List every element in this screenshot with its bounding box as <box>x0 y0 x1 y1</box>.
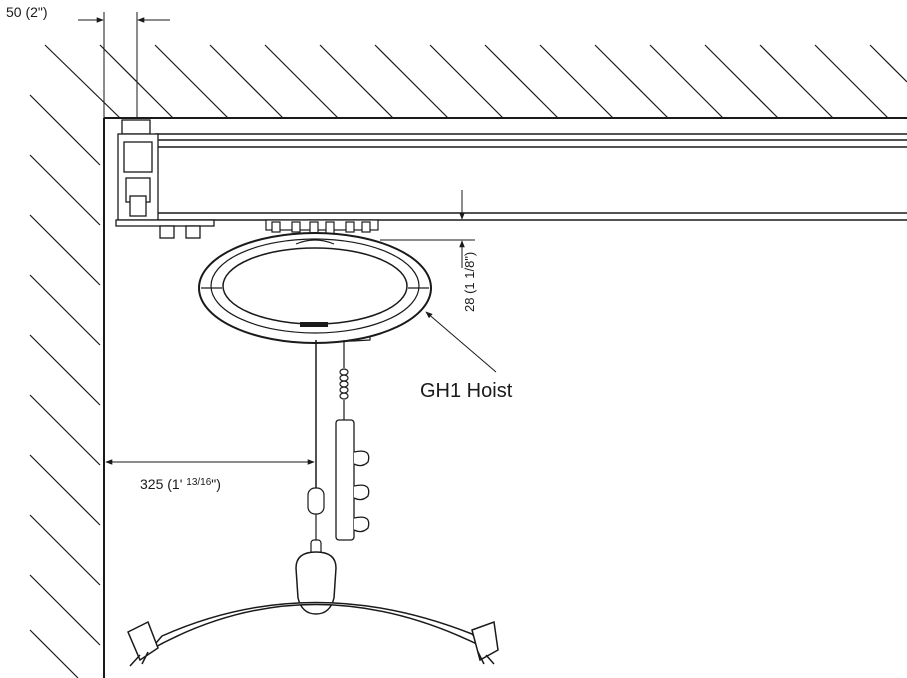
hand-control-cord <box>339 340 349 420</box>
wall-offset-label: 50 (2") <box>6 4 48 20</box>
hoist-clearance-label: 28 (1 1/8") <box>462 251 477 312</box>
horizontal-distance-fraction: 13/16 <box>186 477 212 488</box>
hoist-label: GH1 Hoist <box>420 380 513 402</box>
trolley <box>265 219 379 235</box>
spreader-bar <box>127 551 499 667</box>
wall-ceiling-edge <box>103 117 907 678</box>
wall-bracket <box>115 119 215 239</box>
ceiling-rail <box>155 133 907 221</box>
hand-control <box>335 419 370 541</box>
wall-hatching <box>29 94 101 678</box>
wall-offset-dimension <box>78 12 170 118</box>
hoist-leader-line <box>425 311 497 373</box>
horizontal-distance-prefix: 325 (1' <box>140 476 183 492</box>
ceiling-hatching <box>44 44 907 119</box>
gh1-hoist <box>198 232 432 344</box>
hoist-clearance-dimension <box>380 190 475 268</box>
horizontal-distance-label: 325 (1' 13/16") <box>140 476 221 492</box>
horizontal-distance-suffix: ") <box>211 476 221 492</box>
